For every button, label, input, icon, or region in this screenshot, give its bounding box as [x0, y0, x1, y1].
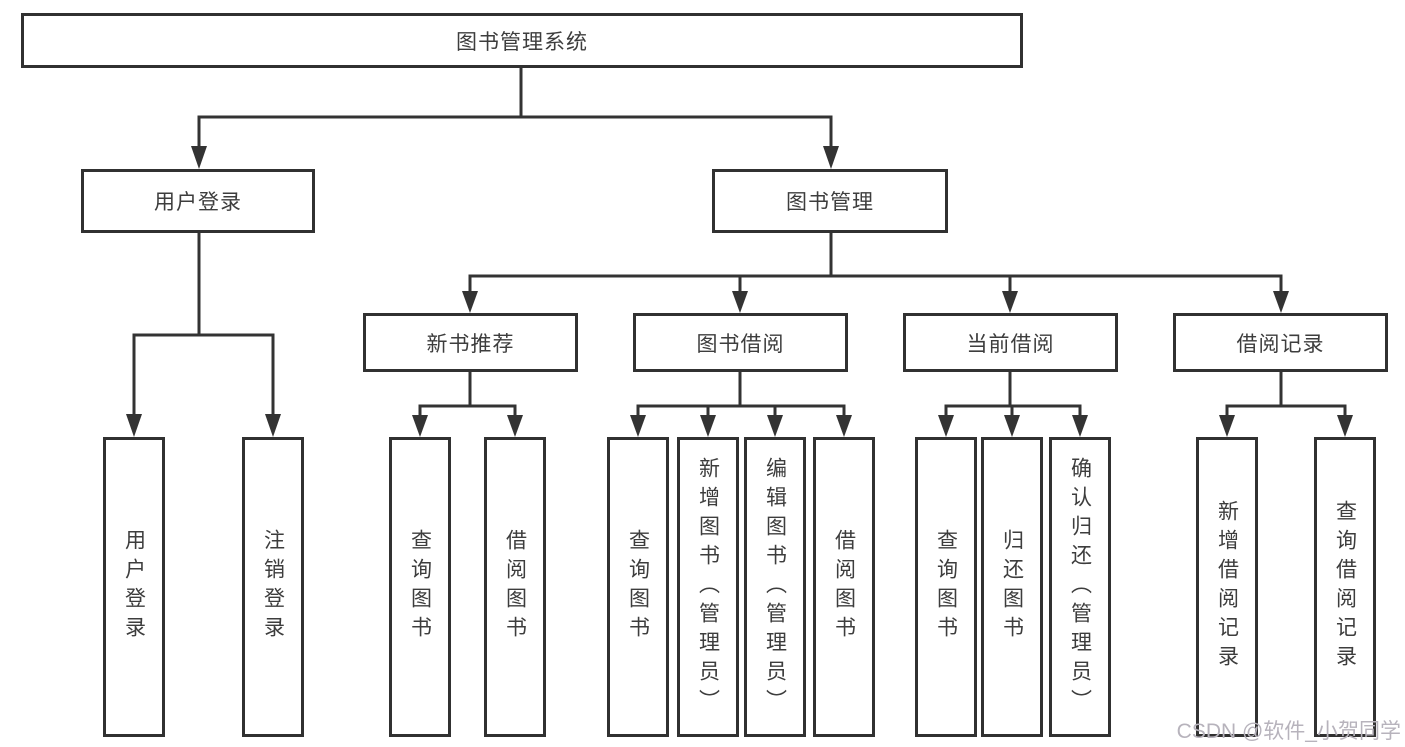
- node-library-system: 图书管理系统: [21, 13, 1023, 68]
- leaf-user-login-label: 用户登录: [122, 529, 146, 645]
- node-new-book-recommend: 新书推荐: [363, 313, 578, 372]
- leaf-borrow-query-books-label: 查询图书: [626, 529, 650, 645]
- leaf-current-query-books: 查询图书: [915, 437, 977, 737]
- leaf-confirm-return-admin-label: 确认归还（管理员）: [1068, 456, 1092, 718]
- leaf-borrow-books: 借阅图书: [813, 437, 875, 737]
- leaf-borrow-query-books: 查询图书: [607, 437, 669, 737]
- node-book-management: 图书管理: [712, 169, 948, 233]
- node-book-management-label: 图书管理: [786, 191, 874, 214]
- node-user-login-label: 用户登录: [154, 191, 242, 214]
- connector-user-login-children: [126, 233, 281, 437]
- node-book-borrow: 图书借阅: [633, 313, 848, 372]
- leaf-newbook-borrow-books: 借阅图书: [484, 437, 546, 737]
- leaf-logout-label: 注销登录: [261, 529, 285, 645]
- node-current-borrow: 当前借阅: [903, 313, 1118, 372]
- leaf-query-borrow-record-label: 查询借阅记录: [1333, 500, 1357, 674]
- leaf-add-borrow-record-label: 新增借阅记录: [1215, 500, 1239, 674]
- leaf-query-borrow-record: 查询借阅记录: [1314, 437, 1376, 737]
- leaf-newbook-query-books-label: 查询图书: [408, 529, 432, 645]
- connector-root-to-level2: [191, 68, 839, 169]
- node-user-login: 用户登录: [81, 169, 315, 233]
- node-new-book-recommend-label: 新书推荐: [426, 332, 515, 356]
- node-book-borrow-label: 图书借阅: [696, 332, 785, 356]
- node-borrow-records-label: 借阅记录: [1236, 332, 1325, 356]
- leaf-return-books: 归还图书: [981, 437, 1043, 737]
- connector-book-borrow-children: [630, 372, 852, 437]
- leaf-newbook-query-books: 查询图书: [389, 437, 451, 737]
- leaf-add-books-admin: 新增图书（管理员）: [677, 437, 739, 737]
- leaf-confirm-return-admin: 确认归还（管理员）: [1049, 437, 1111, 737]
- connector-borrow-record-children: [1219, 372, 1353, 437]
- leaf-logout: 注销登录: [242, 437, 304, 737]
- node-library-system-label: 图书管理系统: [456, 30, 588, 54]
- leaf-add-borrow-record: 新增借阅记录: [1196, 437, 1258, 737]
- leaf-borrow-books-label: 借阅图书: [832, 529, 856, 645]
- connector-current-borrow-children: [938, 372, 1088, 437]
- leaf-edit-books-admin: 编辑图书（管理员）: [744, 437, 806, 737]
- leaf-return-books-label: 归还图书: [1000, 529, 1024, 645]
- leaf-edit-books-admin-label: 编辑图书（管理员）: [763, 456, 787, 718]
- connector-book-mgmt-children: [462, 233, 1289, 313]
- csdn-watermark: CSDN @软件_小贺同学: [1176, 720, 1401, 743]
- leaf-user-login: 用户登录: [103, 437, 165, 737]
- node-current-borrow-label: 当前借阅: [966, 332, 1055, 356]
- leaf-add-books-admin-label: 新增图书（管理员）: [696, 456, 720, 718]
- leaf-current-query-books-label: 查询图书: [934, 529, 958, 645]
- leaf-newbook-borrow-books-label: 借阅图书: [503, 529, 527, 645]
- node-borrow-records: 借阅记录: [1173, 313, 1388, 372]
- connector-new-book-children: [412, 372, 523, 437]
